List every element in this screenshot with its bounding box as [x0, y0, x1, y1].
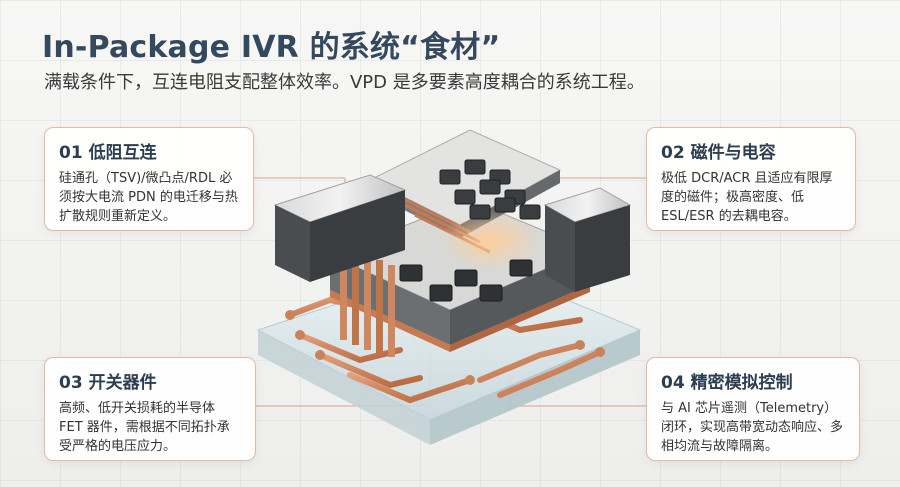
card-title: 02 磁件与电容 — [661, 143, 776, 163]
glow-highlight — [440, 210, 540, 270]
page-title: In-Package IVR 的系统“食材” — [42, 30, 501, 65]
tsv-pillars — [340, 245, 395, 357]
card-magnetics-capacitors: 02 磁件与电容 极低 DCR/ACR 且适应有限厚度的磁件；极高密度、低 ES… — [646, 127, 856, 231]
card-precision-analog-control: 04 精密模拟控制 与 AI 芯片遥测（Telemetry）闭环，实现高带宽动态… — [646, 357, 860, 461]
capacitor-array — [439, 159, 541, 220]
card-body: 硅通孔（TSV)/微凸点/RDL 必须按大电流 PDN 的电迁移与热扩散规则重新… — [59, 171, 238, 224]
card-title: 03 开关器件 — [59, 373, 157, 393]
card-switching-devices: 03 开关器件 高频、低开关损耗的半导体 FET 器件，需根据不同拓扑承受严格的… — [44, 357, 256, 461]
left-inductor — [273, 174, 407, 282]
right-inductor — [543, 187, 632, 292]
card-body: 极低 DCR/ACR 且适应有限厚度的磁件；极高密度、低 ESL/ESR 的去耦… — [661, 171, 833, 224]
card-body: 与 AI 芯片遥测（Telemetry）闭环，实现高带宽动态响应、多相均流与故障… — [661, 401, 844, 454]
page-subtitle: 满载条件下，互连电阻支配整体效率。VPD 是多要素高度耦合的系统工程。 — [44, 72, 645, 93]
card-title: 01 低阻互连 — [59, 143, 157, 163]
card-body: 高频、低开关损耗的半导体 FET 器件，需根据不同拓扑承受严格的电压应力。 — [59, 401, 230, 454]
fet-devices — [399, 259, 533, 302]
card-title: 04 精密模拟控制 — [661, 373, 793, 393]
card-low-resistance-interconnect: 01 低阻互连 硅通孔（TSV)/微凸点/RDL 必须按大电流 PDN 的电迁移… — [44, 127, 254, 231]
